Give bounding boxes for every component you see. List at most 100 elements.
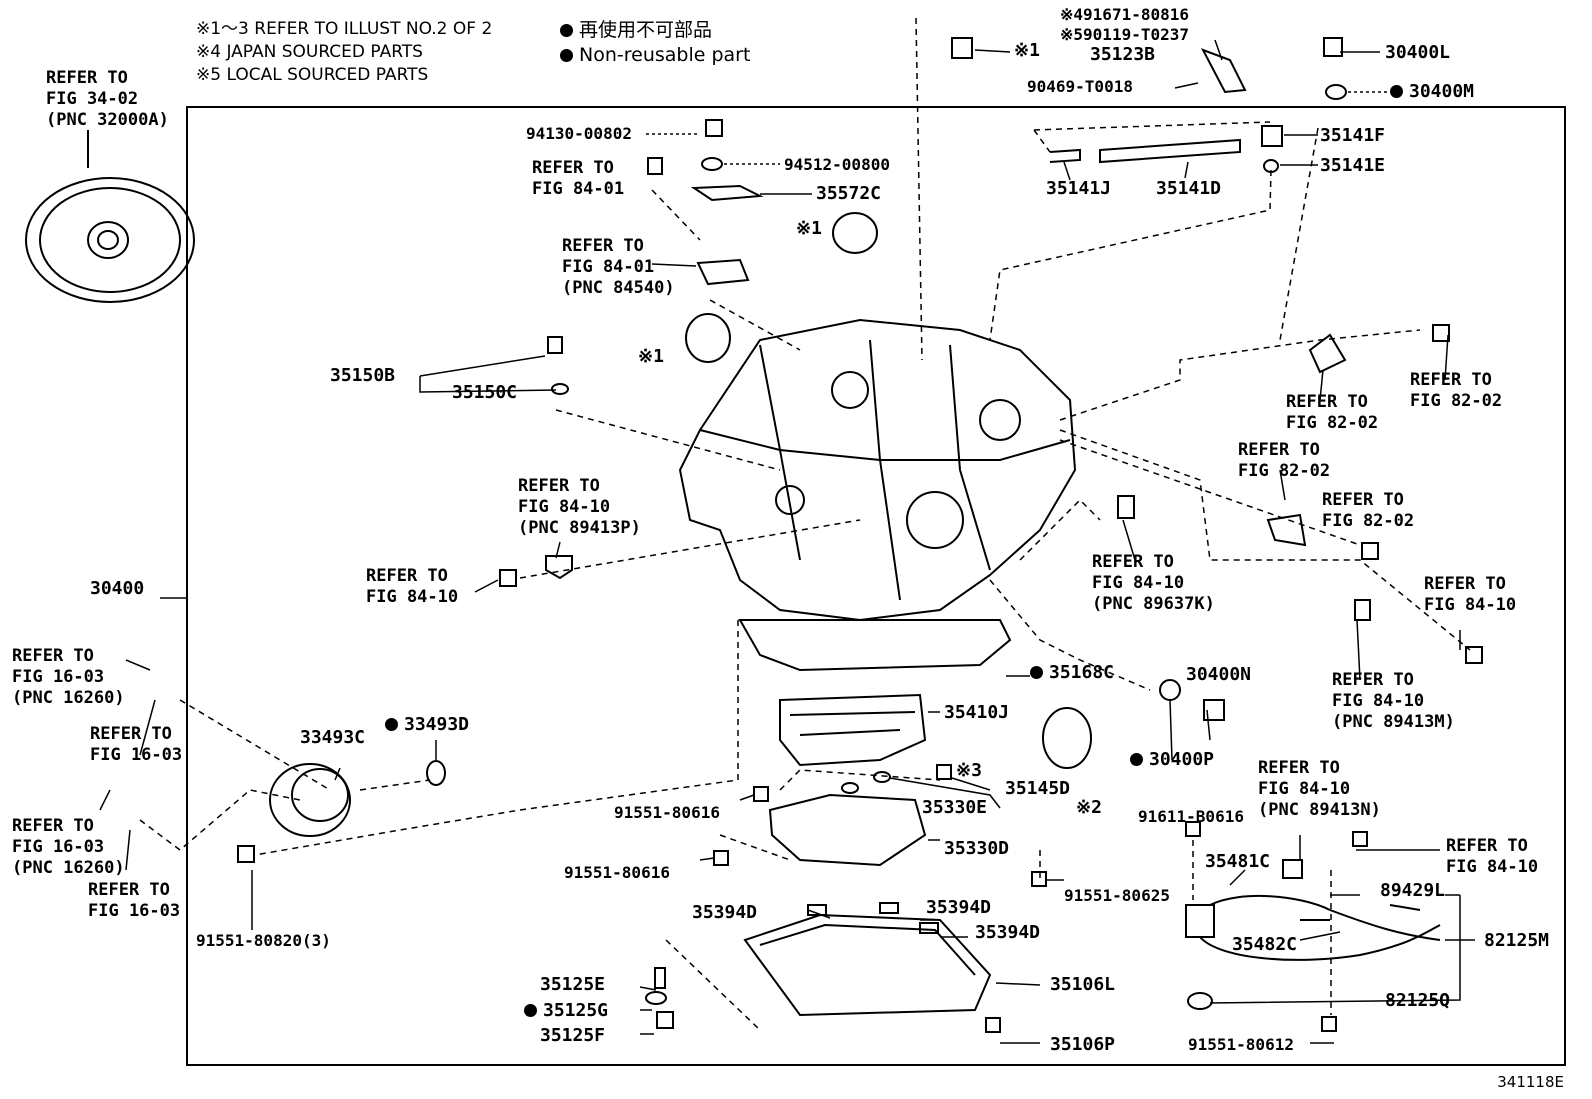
oil-cooler-drawing <box>269 763 351 837</box>
part-label: ※1 <box>1014 40 1040 61</box>
part-label: 89429L <box>1380 880 1446 901</box>
part-label: 30400M <box>1390 81 1474 103</box>
reference-label: REFER TO FIG 84-10 <box>1424 574 1517 615</box>
part-label: 35330E <box>922 797 988 818</box>
part-label: 35394D <box>926 897 992 918</box>
sensor-drawing <box>545 555 573 580</box>
part-label: 35141E <box>1320 155 1386 176</box>
valve-body-drawing <box>779 693 927 767</box>
part-label: 35125G <box>524 1000 608 1022</box>
part-label: 91551-80616 <box>614 803 720 822</box>
part-label: 35394D <box>692 902 758 923</box>
bracket-drawing <box>1308 333 1347 374</box>
legend-en: Non-reusable part <box>579 44 751 66</box>
non-reusable-dot-icon <box>1130 753 1143 766</box>
part-label: 35125F <box>540 1025 606 1046</box>
part-label: 35481C <box>1205 851 1271 872</box>
part-label: 91551-80625 <box>1064 886 1170 905</box>
reference-label: REFER TO FIG 84-01 (PNC 84540) <box>562 236 675 298</box>
gasket-small-drawing <box>879 902 899 914</box>
reference-label: REFER TO FIG 16-03 <box>88 880 181 921</box>
non-reusable-dot-icon <box>524 1004 537 1017</box>
part-label: 33493C <box>300 727 366 748</box>
part-label: 35141J <box>1046 178 1112 199</box>
part-label: 35394D <box>975 922 1041 943</box>
part-label: 91551-80616 <box>564 863 670 882</box>
part-label: 35330D <box>944 838 1010 859</box>
strainer-drawing <box>768 793 927 867</box>
part-label: 90469-T0018 <box>1027 77 1133 96</box>
part-label: ※491671-80816 <box>1060 5 1189 24</box>
reference-label: REFER TO FIG 84-01 <box>532 158 625 199</box>
gasket-small-drawing <box>919 922 939 934</box>
illustration-code: 341118E <box>1497 1073 1564 1091</box>
sensor-drawing <box>1282 859 1303 879</box>
non-reusable-dot-icon <box>1390 85 1403 98</box>
part-label: 30400N <box>1186 664 1252 685</box>
part-label: ※2 <box>1076 797 1102 818</box>
reference-label: REFER TO FIG 84-10 <box>1446 836 1539 877</box>
part-label: 35482C <box>1232 934 1298 955</box>
notes: ※1～3 REFER TO ILLUST NO.2 OF 2 ※4 JAPAN … <box>196 18 492 87</box>
part-label: 35150C <box>452 382 518 403</box>
non-reusable-dot-icon <box>385 718 398 731</box>
part-label: 82125M <box>1484 930 1550 951</box>
sensor-drawing <box>696 258 750 286</box>
oil-seal-drawing <box>685 313 731 363</box>
assembly-frame <box>186 106 1566 1066</box>
reference-label: REFER TO FIG 16-03 <box>90 724 183 765</box>
non-reusable-dot-icon <box>560 24 573 37</box>
bracket-drawing <box>690 184 764 202</box>
reference-label: REFER TO FIG 82-02 <box>1410 370 1503 411</box>
part-label: ※1 <box>796 218 822 239</box>
non-reusable-dot-icon <box>560 49 573 62</box>
part-label: 35145D <box>1005 778 1071 799</box>
part-label: 35572C <box>816 183 882 204</box>
note-1: ※1～3 REFER TO ILLUST NO.2 OF 2 <box>196 19 493 39</box>
part-label: 30400P <box>1130 749 1214 771</box>
part-label: 35141F <box>1320 125 1386 146</box>
reference-label: REFER TO FIG 84-10 (PNC 89637K) <box>1092 552 1215 614</box>
transmission-case-drawing <box>678 318 1077 622</box>
assembly-guide-lines <box>139 17 1471 1031</box>
part-label: ※1 <box>638 346 664 367</box>
reference-label: REFER TO FIG 16-03 (PNC 16260) <box>12 816 125 878</box>
part-label: 35125E <box>540 974 606 995</box>
part-label: 30400 <box>90 578 145 599</box>
part-label: 35106P <box>1050 1034 1116 1055</box>
bolt-drawings <box>237 37 1483 1033</box>
part-label: 35106L <box>1050 974 1116 995</box>
reference-label: REFER TO FIG 34-02 (PNC 32000A) <box>46 68 169 130</box>
legend: 再使用不可部品 Non-reusable part <box>560 18 750 68</box>
note-3: ※5 LOCAL SOURCED PARTS <box>196 65 429 85</box>
part-label: 94512-00800 <box>784 155 890 174</box>
reference-label: REFER TO FIG 82-02 <box>1286 392 1379 433</box>
bracket-drawing <box>1200 48 1247 94</box>
part-label: 35141D <box>1156 178 1222 199</box>
gasket-drawing <box>738 619 1012 672</box>
pipe-drawing <box>1049 125 1283 164</box>
oil-seal-drawing <box>832 212 878 254</box>
reference-label: REFER TO FIG 82-02 <box>1322 490 1415 531</box>
part-label: 33493D <box>385 714 469 736</box>
part-label: 91551-80612 <box>1188 1035 1294 1054</box>
part-label: 30400L <box>1385 42 1451 63</box>
leader-lines <box>99 39 1475 1044</box>
note-2: ※4 JAPAN SOURCED PARTS <box>196 42 423 62</box>
wire-harness-drawing <box>1185 894 1441 961</box>
reference-label: REFER TO FIG 82-02 <box>1238 440 1331 481</box>
reference-label: REFER TO FIG 84-10 <box>366 566 459 607</box>
non-reusable-dot-icon <box>1030 666 1043 679</box>
part-label: 82125Q <box>1385 990 1451 1011</box>
part-label: 35123B <box>1090 44 1156 65</box>
part-label: ※3 <box>956 760 982 781</box>
oil-pan-drawing <box>743 913 992 1017</box>
bracket-drawing <box>1266 513 1307 547</box>
sensor-drawing <box>1354 599 1371 621</box>
reference-label: REFER TO FIG 16-03 (PNC 16260) <box>12 646 125 708</box>
reference-label: REFER TO FIG 84-10 (PNC 89413M) <box>1332 670 1455 732</box>
drain-plug-drawing <box>654 967 666 989</box>
oil-seal-drawing <box>1042 707 1092 769</box>
part-label: 35150B <box>330 365 396 386</box>
part-label: ※590119-T0237 <box>1060 25 1189 44</box>
